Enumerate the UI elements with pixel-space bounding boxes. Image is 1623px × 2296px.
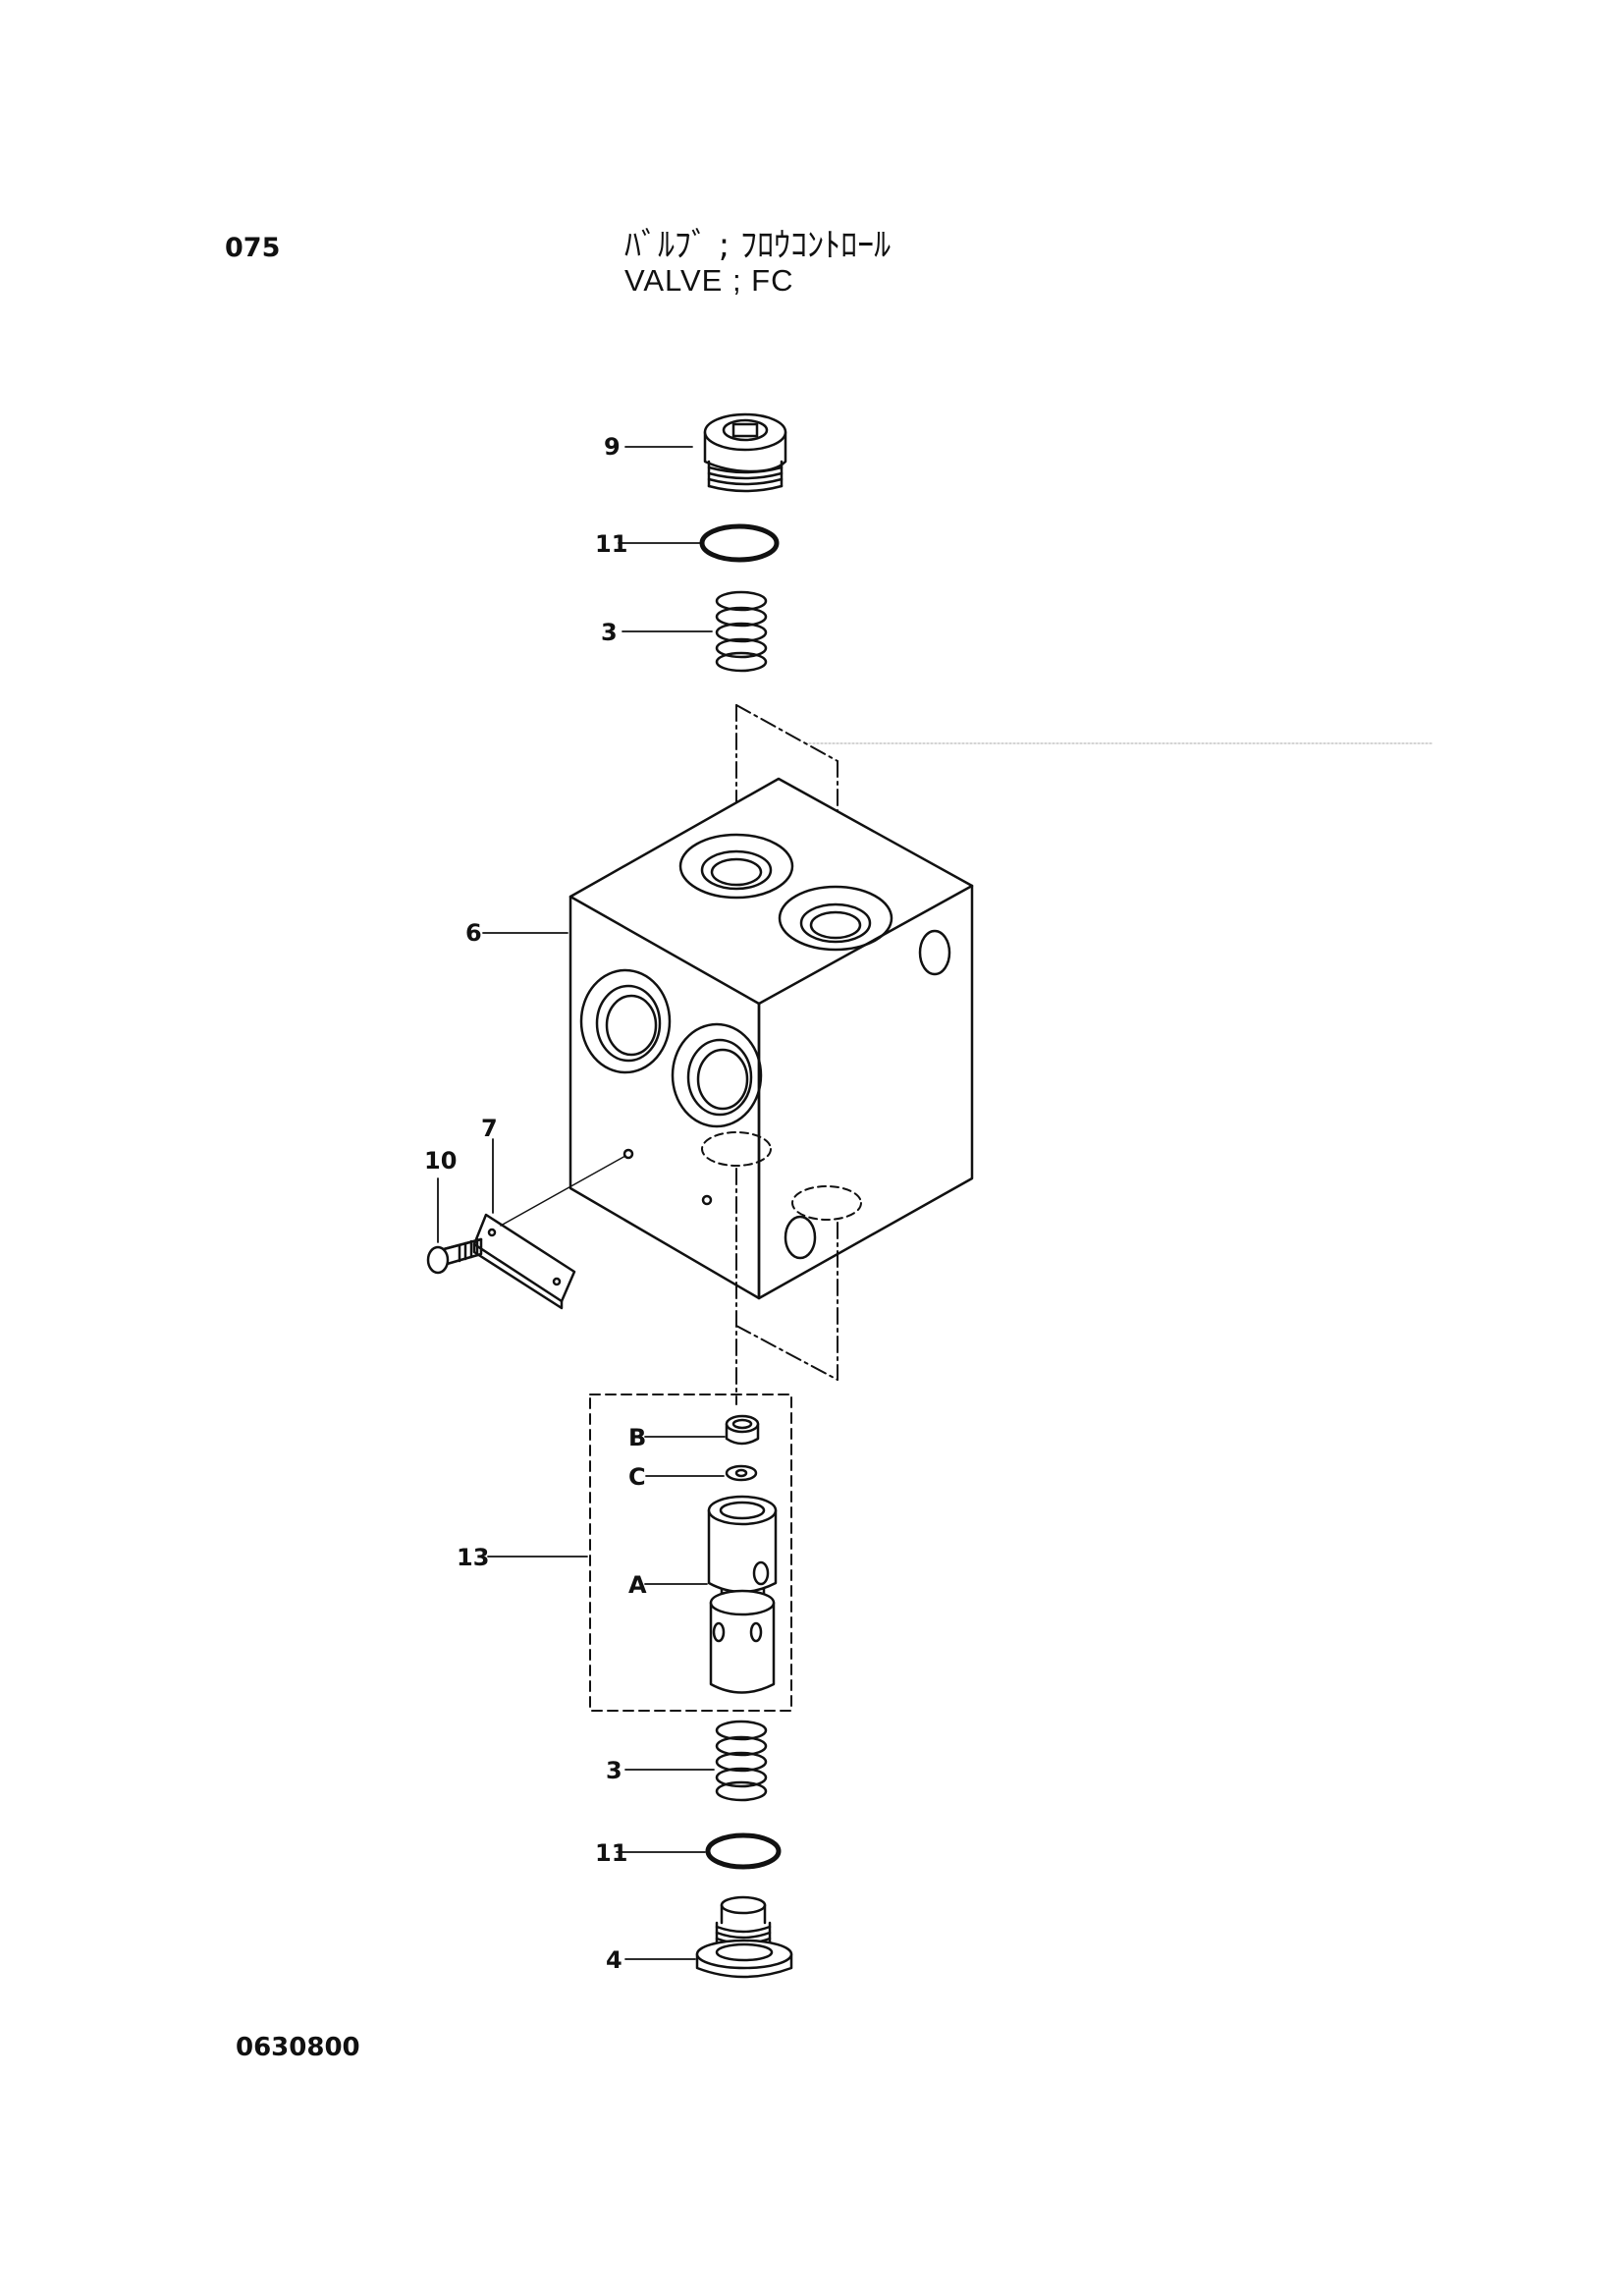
callout-3-bottom: 3 bbox=[606, 1757, 622, 1784]
callout-10: 10 bbox=[424, 1147, 457, 1175]
callout-9: 9 bbox=[604, 433, 621, 461]
oring-bottom-part bbox=[705, 1832, 782, 1870]
plug-top-part bbox=[703, 412, 787, 493]
part-b bbox=[725, 1414, 760, 1446]
callout-b: B bbox=[628, 1424, 646, 1451]
oring-top-part bbox=[699, 523, 780, 563]
screw-part bbox=[426, 1237, 483, 1275]
part-a-spool bbox=[707, 1495, 778, 1694]
page-number: 075 bbox=[225, 233, 281, 263]
spring-top-part bbox=[715, 590, 768, 673]
plug-bottom-part bbox=[695, 1895, 793, 1979]
callout-11-top: 11 bbox=[595, 530, 627, 558]
callout-11-bottom: 11 bbox=[595, 1839, 627, 1867]
callout-3-top: 3 bbox=[601, 619, 618, 646]
title-english: VALVE ; FC bbox=[624, 263, 794, 298]
callout-4: 4 bbox=[606, 1946, 622, 1974]
leader-lines bbox=[437, 446, 726, 1960]
valve-body-part bbox=[568, 777, 974, 1300]
figure-code: 0630800 bbox=[236, 2033, 360, 2062]
callout-13: 13 bbox=[457, 1544, 489, 1571]
callout-7: 7 bbox=[481, 1115, 498, 1142]
plate-part bbox=[472, 1155, 626, 1310]
callout-c: C bbox=[628, 1463, 646, 1491]
assembly-13-box bbox=[589, 1394, 792, 1712]
part-c bbox=[725, 1464, 758, 1482]
callout-6: 6 bbox=[465, 919, 482, 947]
center-lines-bottom bbox=[735, 1168, 839, 1405]
title-japanese: ﾊﾞﾙﾌﾞ ; ﾌﾛｳｺﾝﾄﾛｰﾙ bbox=[624, 226, 892, 265]
callout-a: A bbox=[628, 1571, 647, 1599]
spring-bottom-part bbox=[715, 1720, 768, 1802]
